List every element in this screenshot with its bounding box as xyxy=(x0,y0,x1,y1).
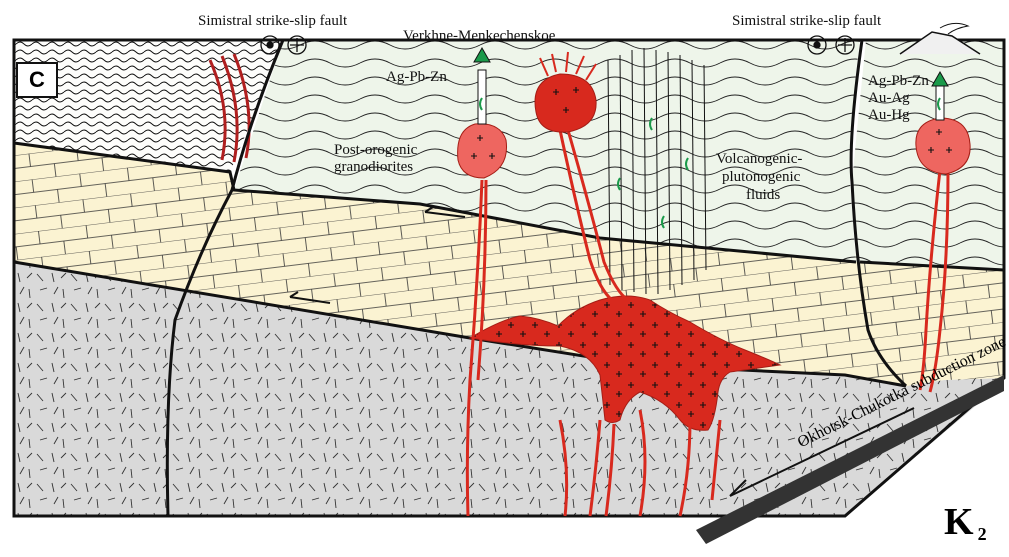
ore-label-right-3: Au-Hg xyxy=(868,108,910,123)
age-sub: 2 xyxy=(978,524,987,544)
age-main: K xyxy=(944,501,974,543)
granodiorites-label-2: granodiorites xyxy=(334,160,413,175)
deposit-name: Verkhne-Menkechenskoe xyxy=(403,29,555,44)
granodiorites-label-1: Post-orogenic xyxy=(334,143,417,158)
fault-label-right: Simistral strike-slip fault xyxy=(732,14,881,29)
panel-letter: C xyxy=(16,62,58,98)
fault-label-left: Simistral strike-slip fault xyxy=(198,14,347,29)
volcano-smoke-icon xyxy=(940,23,968,34)
granodiorite-stock-right xyxy=(916,118,970,174)
fluids-label-3: fluids xyxy=(746,188,780,203)
fluids-label-2: plutonogenic xyxy=(722,170,800,185)
ore-label-left: Ag-Pb-Zn xyxy=(386,70,447,85)
fluids-label-1: Volcanogenic- xyxy=(716,152,802,167)
ore-label-right-2: Au-Ag xyxy=(868,91,910,106)
granodiorite-stock-center xyxy=(535,74,596,132)
ore-label-right-1: Ag-Pb-Zn xyxy=(868,74,929,89)
